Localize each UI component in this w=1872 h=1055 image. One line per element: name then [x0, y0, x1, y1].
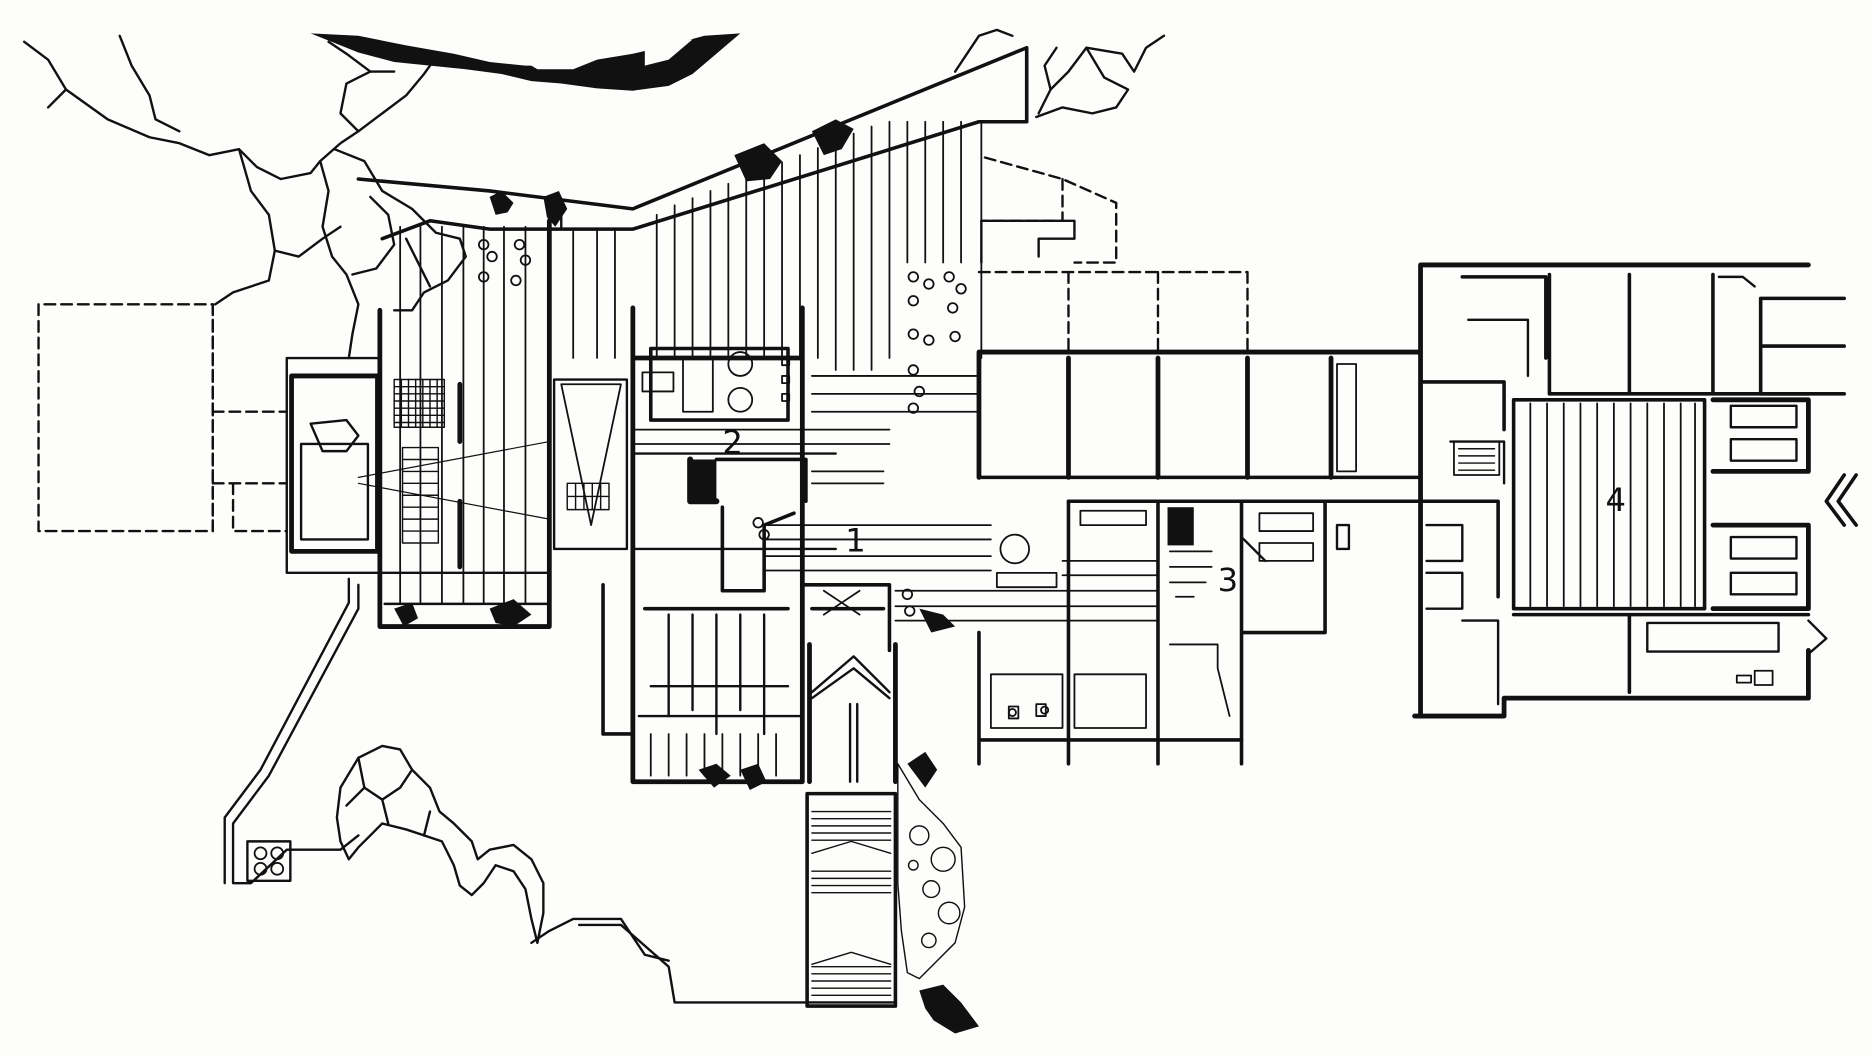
vegetation — [394, 119, 979, 1034]
room-label-4: 4 — [1606, 481, 1626, 519]
room-label-3: 3 — [1218, 561, 1239, 599]
room-label-2: 2 — [722, 424, 743, 462]
terrain-cracks — [23, 28, 1166, 360]
furniture-groups — [478, 238, 1058, 617]
room-label-1: 1 — [845, 521, 866, 559]
shrubbery-texture — [897, 763, 966, 980]
building-walls — [37, 45, 1858, 1008]
room-labels: 1 2 3 4 — [722, 424, 1626, 599]
rock-outcrop — [335, 744, 670, 962]
river-band — [310, 33, 741, 91]
